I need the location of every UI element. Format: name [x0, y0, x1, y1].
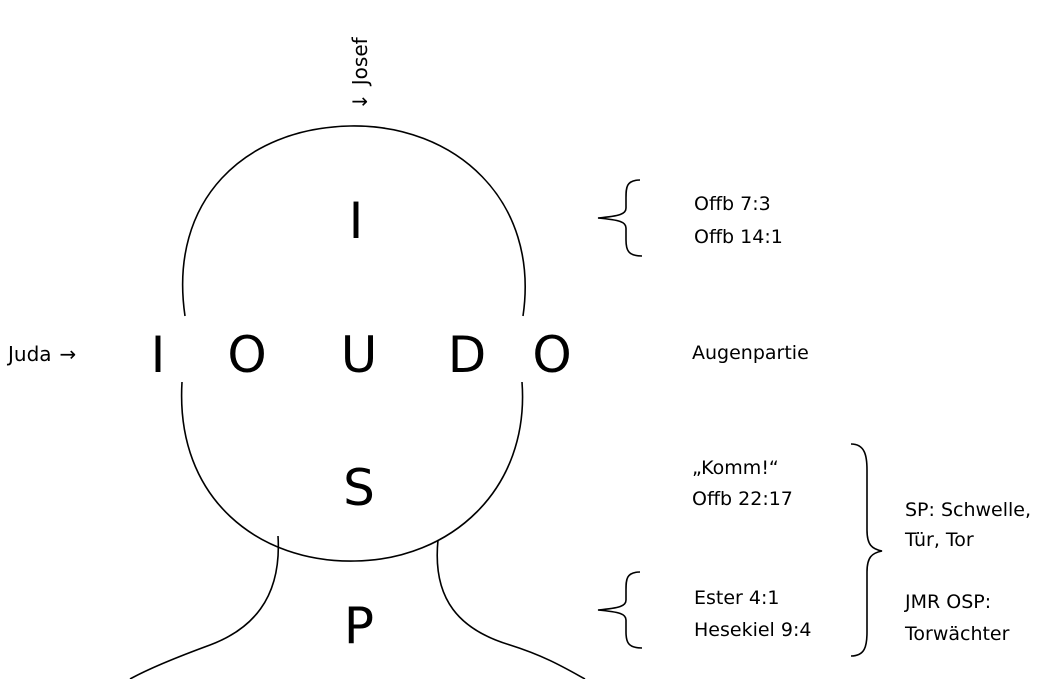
offb-top-line-1: Offb 7:3 [694, 193, 771, 215]
juda-label: Juda→ [6, 342, 76, 366]
head-letter-row-1: I [151, 326, 166, 384]
head-letter-top: I [349, 192, 364, 250]
brace-offb-top [597, 179, 643, 257]
right-note-4: Torwächter [904, 623, 1010, 645]
head-letter-row-4: D [448, 326, 487, 384]
neck-left-line [129, 535, 280, 680]
head-letter-row-5: O [532, 326, 571, 384]
eyes-label: Augenpartie [692, 342, 809, 364]
offb-top-line-2: Offb 14:1 [694, 226, 783, 248]
head-letter-row-2: O [227, 326, 266, 384]
ester-line-2: Hesekiel 9:4 [694, 619, 811, 641]
right-note-1: SP: Schwelle, [905, 499, 1031, 521]
right-note-2: Tür, Tor [904, 529, 974, 551]
neck-right-line [436, 539, 586, 680]
josef-label: ↓Josef [348, 36, 372, 110]
head-letter-lower: S [343, 459, 375, 517]
brace-large-right [850, 443, 883, 657]
head-outline-upper [181, 125, 526, 317]
ester-line-1: Ester 4:1 [694, 587, 779, 609]
komm-line-2: Offb 22:17 [692, 488, 793, 510]
head-letter-row-3: U [341, 326, 378, 384]
brace-ester [597, 571, 643, 649]
neck-letter: P [344, 597, 374, 655]
komm-line-1: „Komm!“ [692, 457, 779, 479]
right-note-3: JMR OSP: [904, 591, 991, 613]
head-outline-lower [180, 381, 524, 562]
